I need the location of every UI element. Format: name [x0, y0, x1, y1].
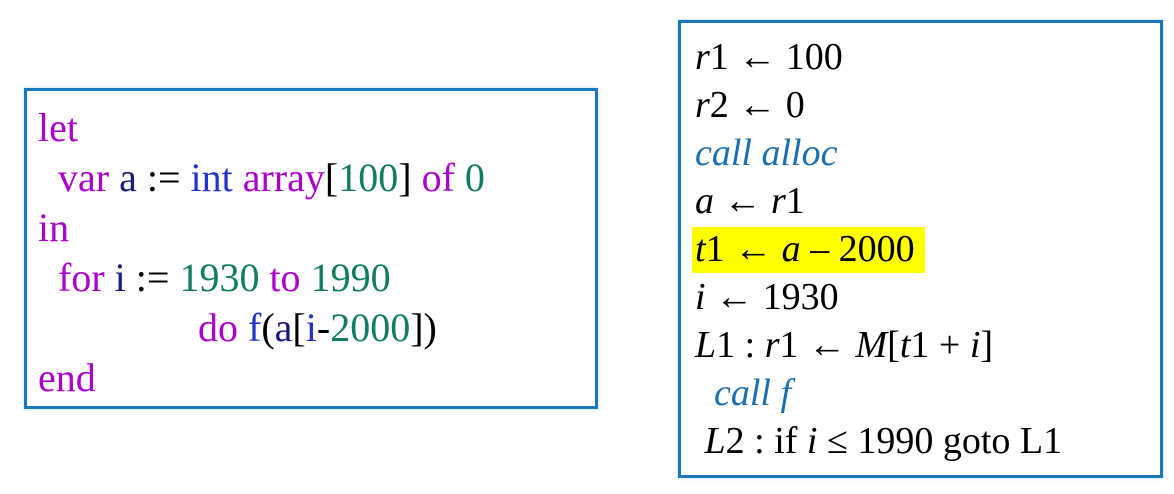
- code-line: t1 ← a – 2000: [692, 225, 1154, 273]
- highlighted-line-background: t1 ← a – 2000: [692, 227, 925, 273]
- code-line: r1 ← 100: [695, 33, 1154, 81]
- code-token: ≤ 1990 goto L1: [817, 420, 1063, 462]
- code-token: 2 ← 0: [709, 84, 805, 126]
- code-token: i: [969, 324, 981, 366]
- code-token: M: [855, 324, 888, 366]
- code-token: L: [695, 324, 717, 366]
- code-token: in: [38, 205, 70, 250]
- code-token: 1990: [310, 255, 391, 300]
- code-token: array: [242, 155, 325, 200]
- code-line: i ← 1930: [695, 273, 1154, 321]
- code-line: a ← r1: [695, 177, 1154, 225]
- code-token: 2 : if: [725, 420, 807, 462]
- code-token: [: [292, 305, 306, 350]
- code-token: ←: [714, 180, 771, 222]
- code-token: ]): [410, 305, 437, 350]
- code-token: call f: [714, 372, 792, 414]
- code-token: i: [806, 420, 818, 462]
- code-token: for: [58, 255, 115, 300]
- code-token: to: [269, 255, 311, 300]
- code-token: call alloc: [695, 132, 838, 174]
- code-token: [38, 305, 198, 350]
- code-token: ]: [980, 324, 994, 366]
- code-token: let: [38, 105, 78, 150]
- code-token: i: [305, 305, 317, 350]
- code-token: ← 1930: [705, 276, 839, 318]
- code-token: var: [58, 155, 120, 200]
- code-token: r: [695, 36, 710, 78]
- code-token: :=: [135, 255, 180, 300]
- code-token: a: [274, 305, 293, 350]
- code-token: [38, 155, 58, 200]
- code-token: r: [695, 84, 710, 126]
- code-line: do f(a[i-2000]): [38, 303, 589, 353]
- code-token: ]: [398, 155, 422, 200]
- code-token: int: [190, 155, 243, 200]
- code-token: 100: [338, 155, 399, 200]
- code-line: in: [38, 203, 589, 253]
- code-token: [: [887, 324, 900, 366]
- code-token: 1: [785, 180, 805, 222]
- code-token: do: [198, 305, 248, 350]
- code-token: -: [316, 305, 331, 350]
- code-token: 1 ←: [705, 228, 782, 270]
- code-token: i: [695, 276, 706, 318]
- code-token: 1 ← 100: [709, 36, 843, 78]
- code-token: L: [704, 420, 726, 462]
- code-line: call alloc: [695, 129, 1154, 177]
- code-token: r: [771, 180, 786, 222]
- code-token: [: [324, 155, 339, 200]
- code-token: f: [248, 305, 262, 350]
- code-token: t: [899, 324, 911, 366]
- code-token: 0: [464, 155, 485, 200]
- code-line: L1 : r1 ← M[t1 + i]: [695, 321, 1154, 369]
- code-token: – 2000: [800, 228, 915, 270]
- code-token: a: [695, 180, 714, 222]
- code-token: a: [781, 228, 801, 270]
- code-token: of: [421, 155, 465, 200]
- code-token: 1 +: [910, 324, 970, 366]
- code-token: (: [261, 305, 275, 350]
- code-token: 1 :: [716, 324, 765, 366]
- code-line: call f: [695, 369, 1154, 417]
- code-line: r2 ← 0: [695, 81, 1154, 129]
- code-token: i: [114, 255, 136, 300]
- code-token: [38, 255, 58, 300]
- code-token: end: [38, 355, 96, 400]
- code-line: let: [38, 103, 589, 153]
- code-token: [695, 420, 705, 462]
- code-line: L2 : if i ≤ 1990 goto L1: [695, 417, 1154, 465]
- code-token: 1930: [179, 255, 270, 300]
- code-token: 2000: [330, 305, 411, 350]
- code-line: var a := int array[100] of 0: [38, 153, 589, 203]
- code-token: r: [764, 324, 780, 366]
- code-token: a: [119, 155, 147, 200]
- code-line: end: [38, 353, 589, 403]
- code-token: t: [695, 228, 706, 270]
- code-token: 1 ←: [779, 324, 856, 366]
- code-line: for i := 1930 to 1990: [38, 253, 589, 303]
- code-token: [695, 372, 714, 414]
- code-token: :=: [146, 155, 191, 200]
